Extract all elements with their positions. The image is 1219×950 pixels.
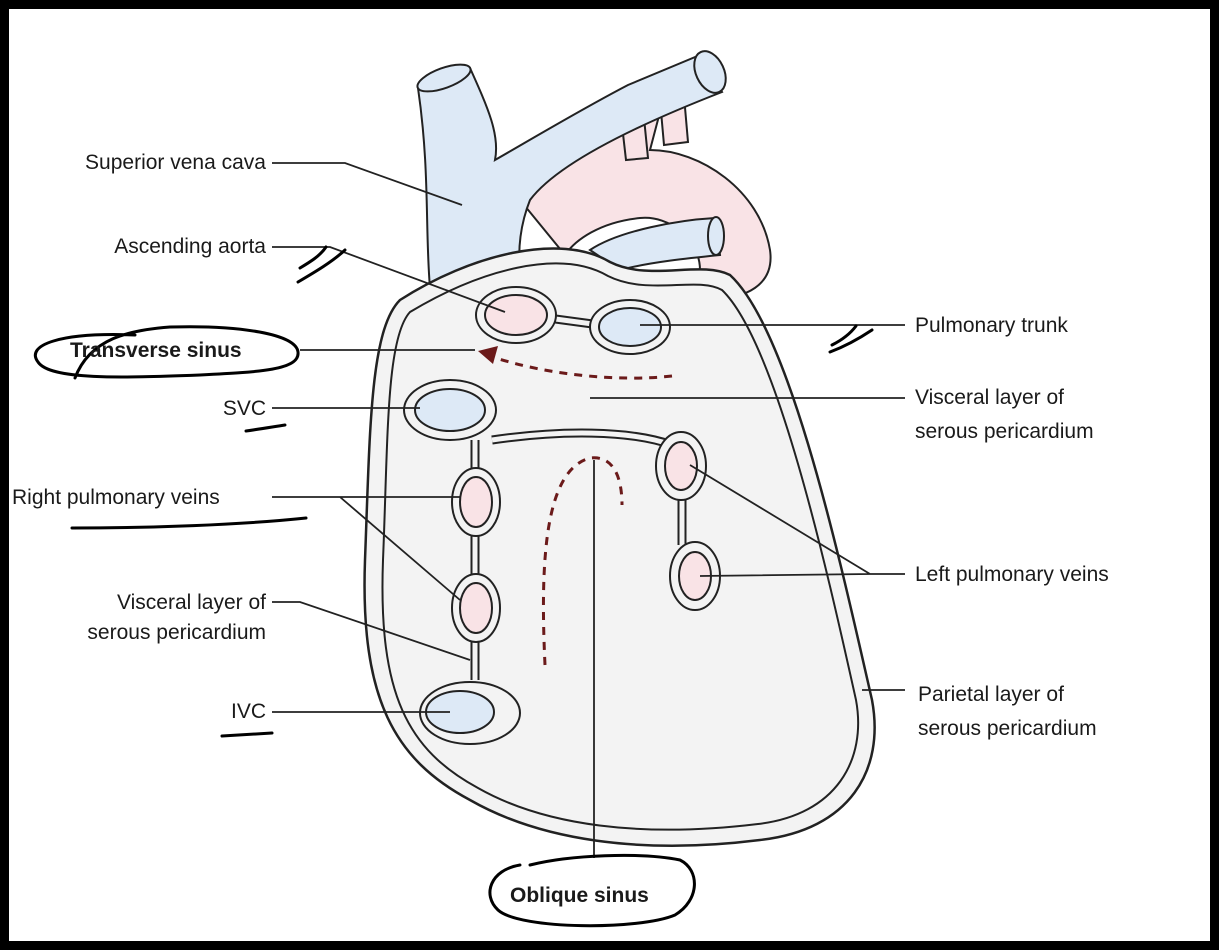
label-visceral-layer-left-2: serous pericardium: [30, 620, 266, 646]
pulmonary-artery-end: [708, 217, 724, 255]
ascending-aorta-ink-mark-1: [300, 247, 326, 268]
svc-oval: [415, 389, 485, 431]
label-parietal-layer-2: serous pericardium: [918, 716, 1097, 742]
label-svc: SVC: [30, 396, 266, 422]
label-transverse-sinus: Transverse sinus: [70, 338, 242, 364]
right-pulmonary-vein-1: [460, 477, 492, 527]
label-visceral-layer-right-1: Visceral layer of: [915, 385, 1064, 411]
label-ascending-aorta: Ascending aorta: [30, 234, 266, 260]
label-visceral-layer-right-2: serous pericardium: [915, 419, 1094, 445]
label-pulmonary-trunk: Pulmonary trunk: [915, 313, 1068, 339]
label-superior-vena-cava: Superior vena cava: [30, 150, 266, 176]
ivc-ink-underline: [222, 733, 272, 736]
label-visceral-layer-left-1: Visceral layer of: [30, 590, 266, 616]
svc-ink-underline: [246, 425, 285, 431]
label-ivc: IVC: [30, 699, 266, 725]
label-left-pulmonary-veins: Left pulmonary veins: [915, 562, 1109, 588]
label-oblique-sinus: Oblique sinus: [510, 883, 649, 909]
label-right-pulmonary-veins: Right pulmonary veins: [12, 485, 220, 511]
right-pulmonary-ink-underline: [72, 518, 306, 528]
ascending-aorta-oval: [485, 295, 547, 335]
pulmonary-trunk-oval: [599, 308, 661, 346]
right-pulmonary-vein-2: [460, 583, 492, 633]
label-parietal-layer-1: Parietal layer of: [918, 682, 1064, 708]
